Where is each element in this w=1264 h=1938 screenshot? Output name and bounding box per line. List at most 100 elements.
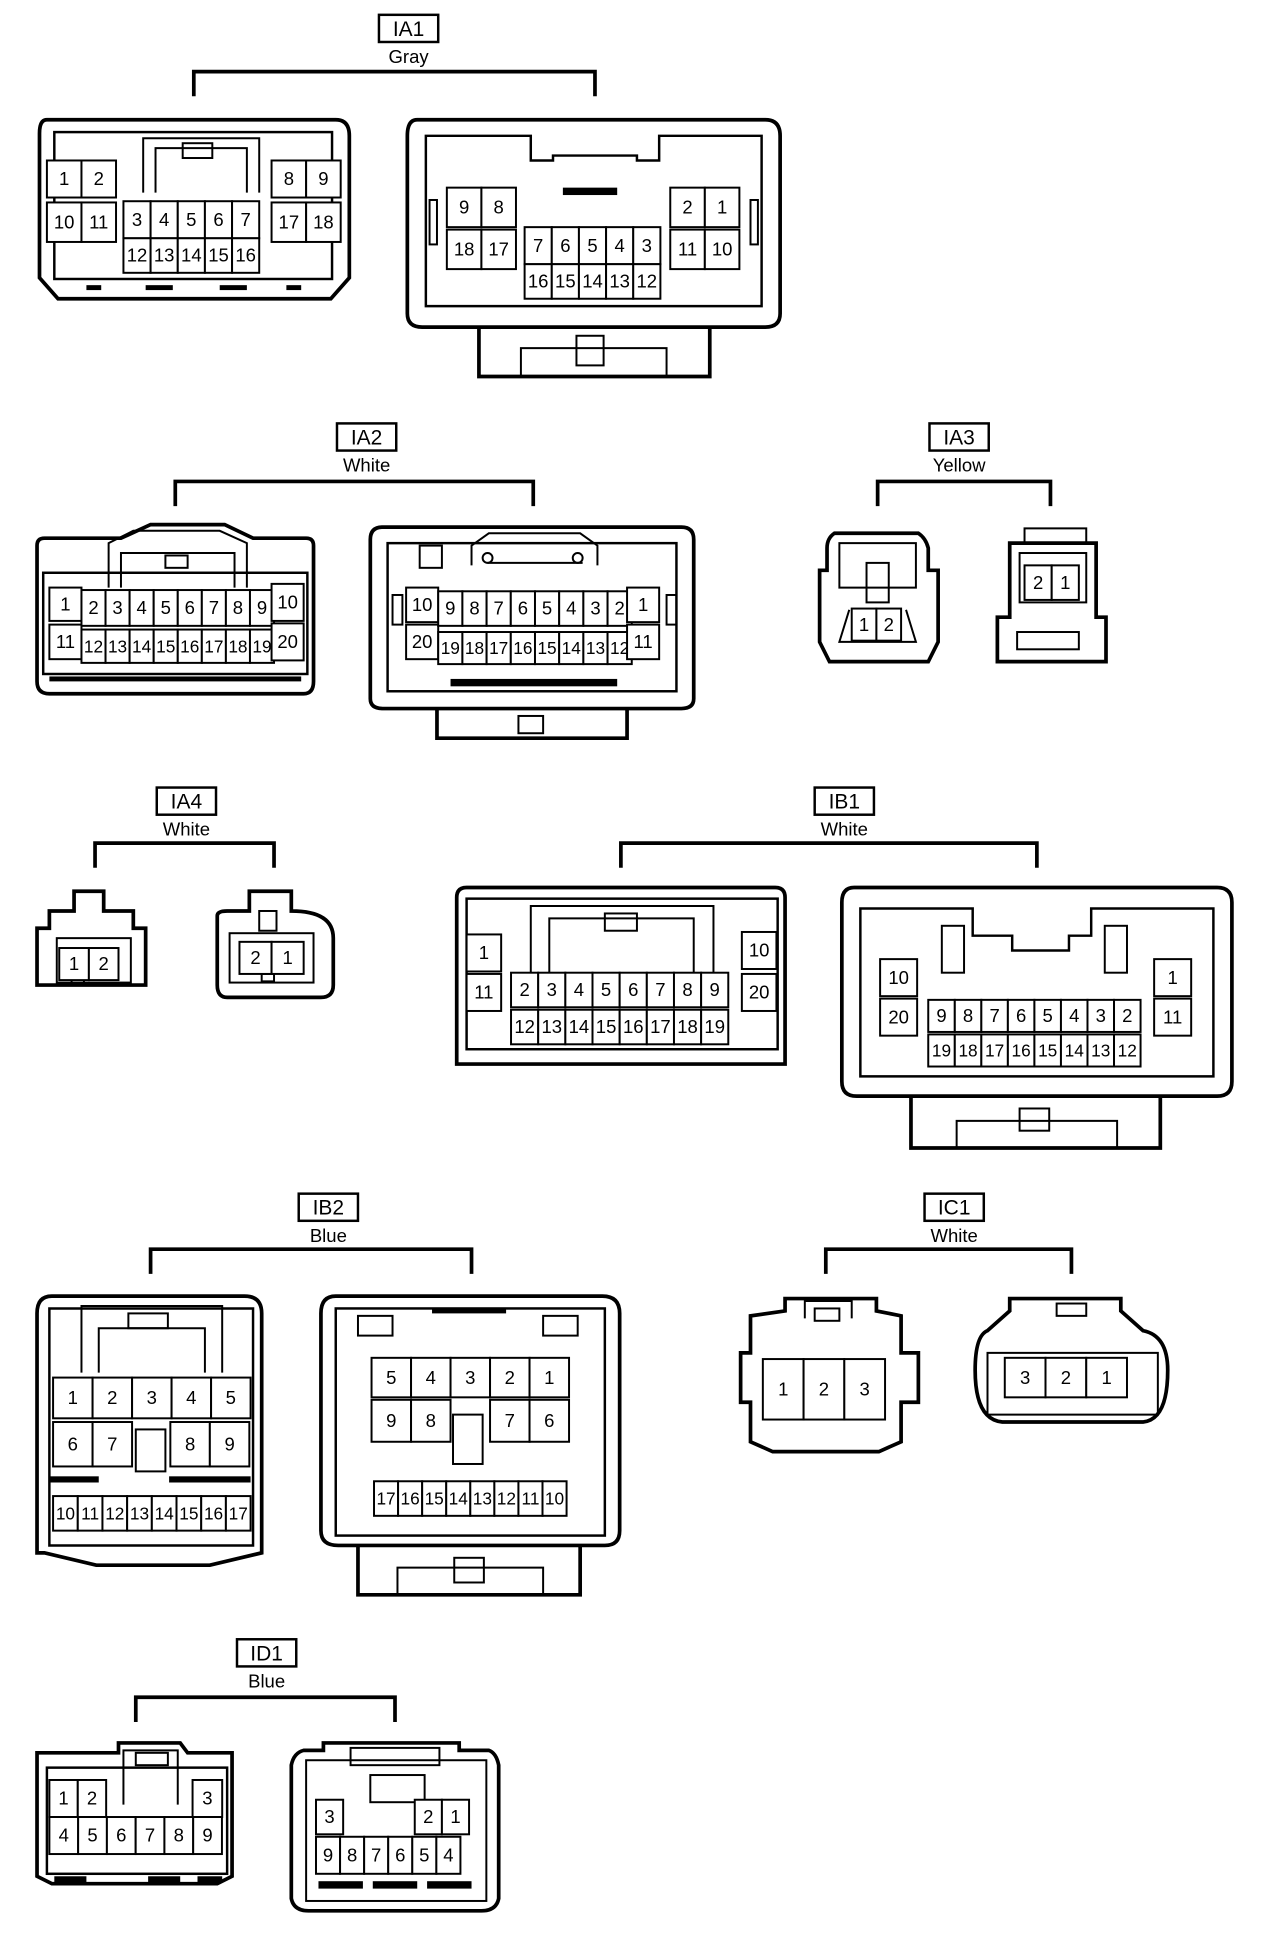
- pin-number: 1: [778, 1378, 788, 1399]
- pin-cavity: [80, 628, 107, 664]
- pin-number: 5: [587, 235, 597, 256]
- pin-number: 7: [209, 597, 219, 618]
- connector-color-label: Blue: [310, 1225, 347, 1246]
- pin-number: 3: [112, 597, 122, 618]
- pin-number: 8: [494, 197, 504, 218]
- pin-number: 8: [963, 1005, 973, 1026]
- housing-detail: [134, 1751, 169, 1767]
- pin-cavity: [176, 628, 203, 664]
- connector-tag-box: [297, 1192, 360, 1223]
- pin-number: 14: [582, 271, 603, 292]
- housing-detail: [260, 972, 276, 983]
- pin-number: 19: [441, 638, 460, 658]
- view-bracket: [148, 1247, 474, 1274]
- pin-cavity: [626, 586, 661, 624]
- connector-housing-outline: [35, 522, 316, 696]
- pin-number: 16: [235, 245, 256, 266]
- pin-cavity: [45, 201, 83, 243]
- connector-housing-outline: [80, 1304, 224, 1373]
- pin-number: 14: [1065, 1041, 1085, 1061]
- pin-number: 9: [224, 1433, 234, 1454]
- pin-number: 6: [185, 597, 195, 618]
- pin-number: 4: [159, 209, 169, 230]
- pin-number: 14: [562, 638, 582, 658]
- pin-cavity: [703, 186, 741, 229]
- pin-number: 5: [161, 597, 171, 618]
- pin-number: 19: [704, 1016, 725, 1037]
- pin-number: 2: [88, 597, 98, 618]
- connector-housing-outline: [122, 1749, 179, 1805]
- pin-cavity: [128, 589, 155, 627]
- pin-number: 3: [132, 209, 142, 230]
- pin-cavity: [170, 1376, 213, 1420]
- pin-number: 14: [569, 1016, 590, 1037]
- pin-cavity: [87, 947, 120, 982]
- pin-number: 13: [130, 1504, 149, 1524]
- housing-detail: [369, 1774, 426, 1804]
- housing-detail: [603, 912, 638, 932]
- pin-number: 10: [888, 967, 909, 988]
- pin-number: 6: [628, 979, 638, 1000]
- housing-detail: [1018, 552, 1088, 604]
- pin-number: 2: [1061, 1367, 1071, 1388]
- pin-cavity: [445, 228, 483, 271]
- pin-cavity: [564, 971, 594, 1009]
- pin-number: 16: [1012, 1041, 1031, 1061]
- pin-cavity: [152, 628, 179, 664]
- pin-number: 1: [68, 1387, 78, 1408]
- pin-number: 3: [642, 235, 652, 256]
- connector-housing-outline: [424, 134, 763, 308]
- pin-cavity: [485, 631, 512, 666]
- pin-cavity: [104, 589, 131, 627]
- connector-color-label: White: [821, 819, 868, 840]
- pin-number: 1: [58, 1788, 68, 1809]
- pin-cavity: [315, 1835, 342, 1875]
- pin-cavity: [618, 1008, 648, 1046]
- pin-cavity: [461, 590, 488, 627]
- pin-cavity: [210, 1376, 252, 1420]
- housing-detail: [258, 909, 278, 932]
- connector-housing-outline: [738, 1296, 921, 1454]
- pin-number: 17: [279, 211, 300, 232]
- pin-cavity: [80, 201, 118, 243]
- pin-cavity: [315, 1798, 345, 1836]
- pin-number: 8: [426, 1410, 436, 1431]
- pin-number: 2: [505, 1367, 515, 1388]
- pin-number: 2: [250, 947, 260, 968]
- pin-cavity: [445, 186, 483, 229]
- pin-number: 5: [186, 209, 196, 230]
- connector-housing-outline: [519, 347, 668, 377]
- pin-number: 8: [185, 1433, 195, 1454]
- connector-housing-outline: [548, 917, 695, 976]
- pin-cavity: [370, 1356, 413, 1399]
- pin-number: 13: [541, 1016, 562, 1037]
- pin-number: 5: [419, 1844, 429, 1865]
- latch-slot: [148, 1876, 181, 1883]
- pin-cavity: [740, 972, 778, 1012]
- pin-number: 1: [69, 953, 79, 974]
- pin-number: 6: [116, 1825, 126, 1846]
- connector-tag-box: [813, 786, 876, 816]
- pin-number: 7: [107, 1433, 117, 1454]
- pin-cavity: [700, 1008, 730, 1046]
- latch-slot: [450, 678, 618, 687]
- housing-detail: [749, 198, 759, 246]
- pin-cavity: [489, 1356, 531, 1399]
- pin-number: 7: [240, 209, 250, 230]
- pin-cavity: [410, 1398, 452, 1443]
- pin-number: 13: [108, 636, 127, 656]
- pin-number: 16: [513, 638, 532, 658]
- connector-tag-box: [235, 1638, 298, 1668]
- connector-housing-outline: [35, 889, 148, 987]
- pin-cavity: [305, 201, 342, 243]
- pin-cavity: [1006, 998, 1036, 1033]
- pin-number: 6: [1016, 1005, 1026, 1026]
- connector-id-label: IB1: [829, 791, 860, 814]
- pin-number: 6: [518, 598, 528, 619]
- pin-number: 3: [547, 979, 557, 1000]
- pin-cavity: [509, 631, 536, 666]
- pin-cavity: [231, 200, 261, 240]
- pin-number: 3: [860, 1378, 870, 1399]
- pin-number: 12: [514, 1016, 535, 1037]
- pin-number: 17: [204, 636, 223, 656]
